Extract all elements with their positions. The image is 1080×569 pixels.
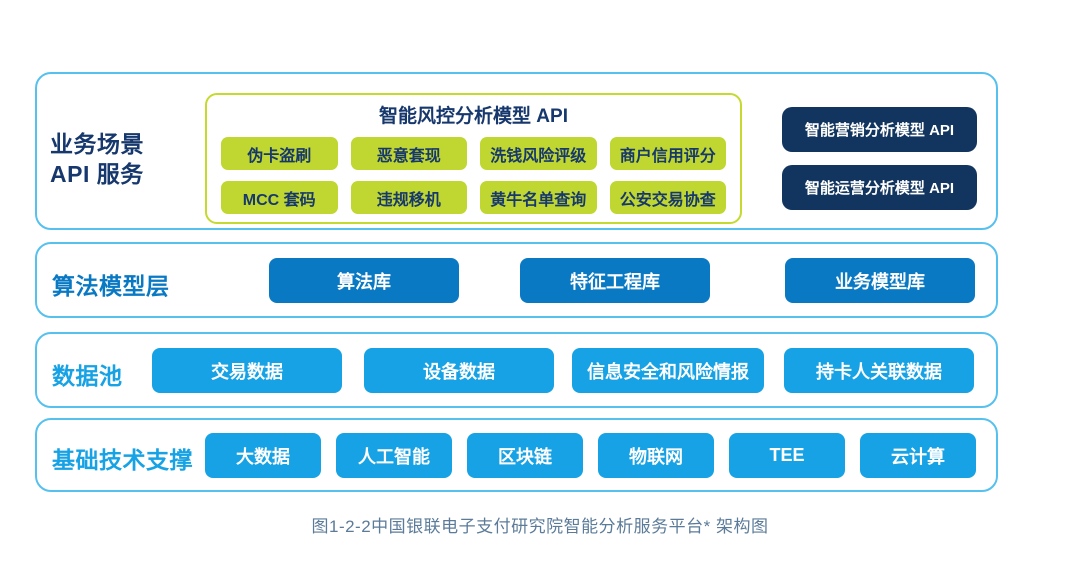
risk-chip-grid: 伪卡盗刷 恶意套现 洗钱风险评级 商户信用评分 MCC 套码 违规移机 黄牛名单…: [221, 137, 726, 214]
cloud-computing-box: 云计算: [860, 433, 976, 478]
risk-group-title: 智能风控分析模型 API: [379, 106, 568, 127]
tee-box: TEE: [729, 433, 845, 478]
layer-panel-data-pool: 数据池 交易数据 设备数据 信息安全和风险情报 持卡人关联数据: [35, 332, 998, 408]
layer-label-business: 业务场景 API 服务: [50, 129, 144, 189]
transaction-data-box: 交易数据: [152, 348, 342, 393]
cardholder-relation-data-box: 持卡人关联数据: [784, 348, 974, 393]
risk-chip-illegal-relocation: 违规移机: [350, 181, 467, 214]
operation-analysis-api-box: 智能运营分析模型 API: [782, 165, 977, 210]
layer-label-tech-support: 基础技术支撑: [52, 447, 193, 473]
layer-panel-business-api: 业务场景 API 服务 智能风控分析模型 API 伪卡盗刷 恶意套现 洗钱风险评…: [35, 72, 998, 230]
layer-label-algorithm: 算法模型层: [52, 273, 170, 299]
risk-chip-police-cooperation: 公安交易协查: [609, 181, 726, 214]
risk-chip-scalper-list-query: 黄牛名单查询: [480, 181, 597, 214]
iot-box: 物联网: [598, 433, 714, 478]
figure-caption: 图1-2-2中国银联电子支付研究院智能分析服务平台* 架构图: [311, 517, 769, 536]
risk-chip-merchant-credit: 商户信用评分: [609, 137, 726, 170]
layer-label-business-line1: 业务场景: [50, 131, 144, 157]
ai-box: 人工智能: [336, 433, 452, 478]
business-model-library-box: 业务模型库: [785, 258, 975, 303]
infosec-risk-intel-box: 信息安全和风险情报: [572, 348, 764, 393]
risk-chip-fake-card-fraud: 伪卡盗刷: [221, 137, 338, 170]
device-data-box: 设备数据: [364, 348, 554, 393]
algorithm-library-box: 算法库: [269, 258, 459, 303]
layer-panel-tech-support: 基础技术支撑 大数据 人工智能 区块链 物联网 TEE 云计算: [35, 418, 998, 492]
risk-chip-mcc-misuse: MCC 套码: [221, 181, 338, 214]
risk-control-api-group: 智能风控分析模型 API 伪卡盗刷 恶意套现 洗钱风险评级 商户信用评分 MCC…: [205, 93, 742, 224]
layer-label-data-pool: 数据池: [52, 363, 123, 389]
blockchain-box: 区块链: [467, 433, 583, 478]
layer-panel-algorithm-model: 算法模型层 算法库 特征工程库 业务模型库: [35, 242, 998, 318]
risk-chip-malicious-cashout: 恶意套现: [350, 137, 467, 170]
feature-engineering-library-box: 特征工程库: [520, 258, 710, 303]
layer-label-business-line2: API 服务: [50, 161, 144, 187]
marketing-analysis-api-box: 智能营销分析模型 API: [782, 107, 977, 152]
risk-chip-aml-rating: 洗钱风险评级: [480, 137, 597, 170]
big-data-box: 大数据: [205, 433, 321, 478]
